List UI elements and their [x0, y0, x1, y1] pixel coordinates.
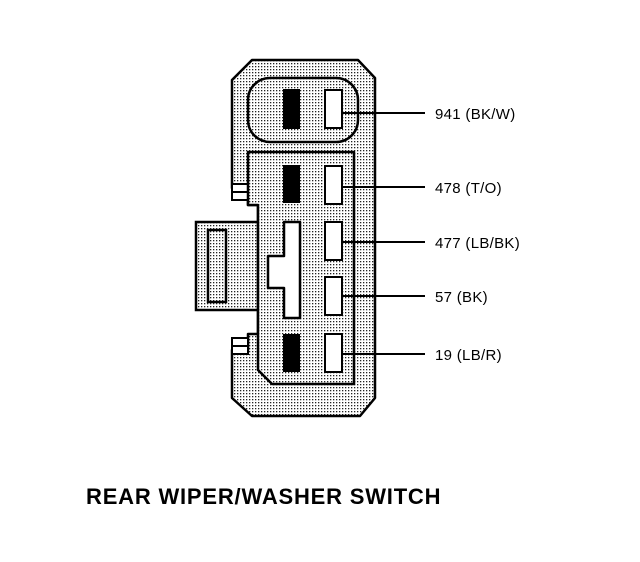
pin-label-477: 477 (LB/BK): [435, 235, 520, 252]
pin-label-57: 57 (BK): [435, 289, 488, 306]
wire-slot-941: [283, 89, 300, 129]
pin-label-19: 19 (LB/R): [435, 347, 502, 364]
pin-terminal-941: [324, 89, 343, 129]
latch-window: [206, 228, 228, 304]
pin-terminal-57: [324, 276, 343, 316]
pin-terminal-477: [324, 221, 343, 261]
keying-rib: [266, 220, 302, 320]
pin-label-478: 478 (T/O): [435, 180, 502, 197]
pin-terminal-19: [324, 333, 343, 373]
wire-slot-19: [283, 334, 300, 372]
locking-ridges: [231, 183, 249, 355]
wire-slot-478: [283, 165, 300, 203]
pin-terminal-478: [324, 165, 343, 205]
pin-label-941: 941 (BK/W): [435, 106, 516, 123]
diagram-title: REAR WIPER/WASHER SWITCH: [86, 484, 442, 509]
